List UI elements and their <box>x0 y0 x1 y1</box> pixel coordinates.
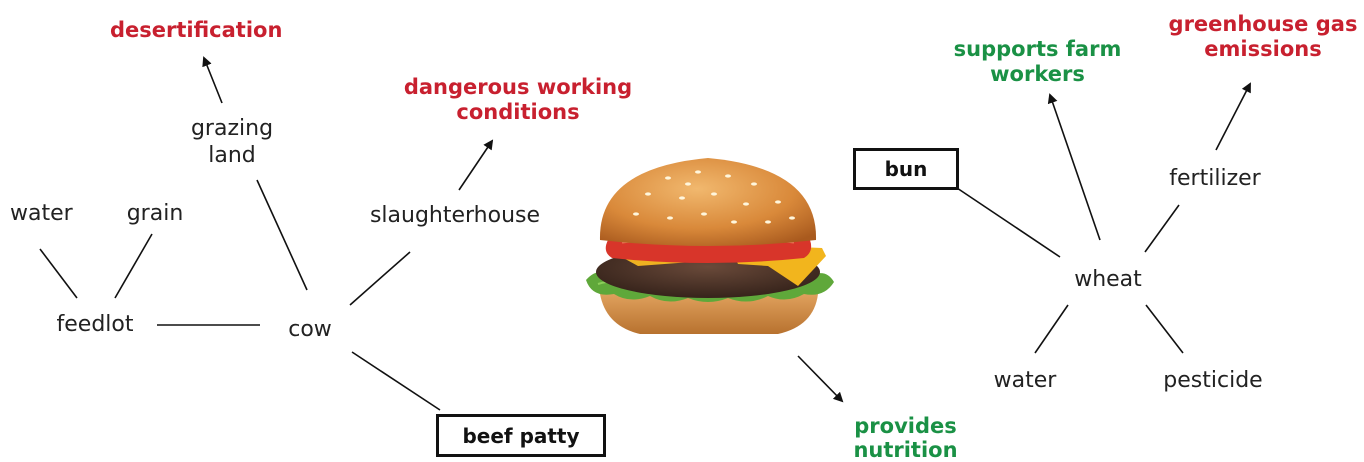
impact-greenhouse-gas-emissions: greenhouse gas emissions <box>1168 12 1358 61</box>
arrow-fertilizer-greenhouse <box>1215 82 1251 151</box>
arrow-burger-nutrition <box>797 355 844 403</box>
node-feedlot: feedlot <box>56 312 134 337</box>
impact-desertification: desertification <box>110 18 283 42</box>
node-grazing-land: grazing land <box>190 116 274 168</box>
edge-wheat-water <box>1034 304 1069 354</box>
edge-cow-beefpatty <box>351 351 441 411</box>
node-fertilizer: fertilizer <box>1169 166 1261 191</box>
component-beef-patty: beef patty <box>436 414 606 457</box>
node-cow: cow <box>288 317 332 342</box>
node-pesticide: pesticide <box>1163 368 1263 393</box>
node-water-right: water <box>993 368 1057 393</box>
node-wheat: wheat <box>1074 267 1142 292</box>
arrow-slaughterhouse-dangerous <box>458 139 494 191</box>
node-grain: grain <box>126 201 184 226</box>
edge-grain-feedlot <box>114 233 153 299</box>
impact-supports-farm-workers: supports farm workers <box>953 37 1122 86</box>
arrow-grazing-desertification <box>202 56 223 104</box>
impact-dangerous-working-conditions: dangerous working conditions <box>403 75 633 124</box>
node-water-left: water <box>10 201 73 226</box>
component-bun: bun <box>853 148 959 190</box>
edge-wheat-pesticide <box>1145 304 1184 354</box>
edge-cow-slaughterhouse <box>349 251 411 306</box>
arrow-wheat-support <box>1047 93 1101 241</box>
edge-bun-wheat <box>956 187 1061 258</box>
edge-water-feedlot <box>39 248 78 299</box>
node-slaughterhouse: slaughterhouse <box>369 203 541 228</box>
edge-grazing-cow <box>256 179 308 291</box>
edge-fertilizer-wheat <box>1144 204 1180 253</box>
impact-provides-nutrition: provides nutrition <box>853 414 958 462</box>
hamburger-image <box>586 158 834 334</box>
